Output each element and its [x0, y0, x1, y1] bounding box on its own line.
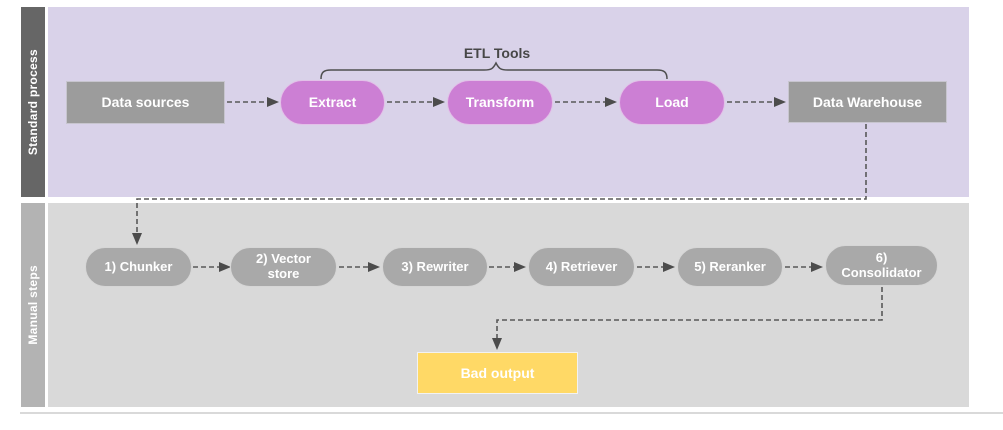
etl-tools-label: ETL Tools	[463, 45, 531, 61]
node-chunker: 1) Chunker	[85, 247, 192, 287]
lane-header-standard-process: Standard process	[21, 7, 45, 197]
node-extract: Extract	[280, 80, 385, 125]
node-reranker: 5) Reranker	[677, 247, 783, 287]
canvas-bottom-divider	[20, 412, 1003, 414]
node-transform: Transform	[447, 80, 553, 125]
lane-header-manual-steps: Manual steps	[21, 203, 45, 407]
node-vector-store: 2) Vector store	[230, 247, 337, 287]
node-rewriter: 3) Rewriter	[382, 247, 488, 287]
lane-label-standard-process: Standard process	[26, 48, 40, 156]
node-data-sources: Data sources	[66, 81, 225, 124]
node-load: Load	[619, 80, 725, 125]
lane-label-manual-steps: Manual steps	[26, 265, 40, 345]
node-retriever: 4) Retriever	[528, 247, 635, 287]
node-data-warehouse: Data Warehouse	[788, 81, 947, 123]
node-consolidator: 6) Consolidator	[825, 245, 938, 286]
node-bad-output: Bad output	[417, 352, 578, 394]
